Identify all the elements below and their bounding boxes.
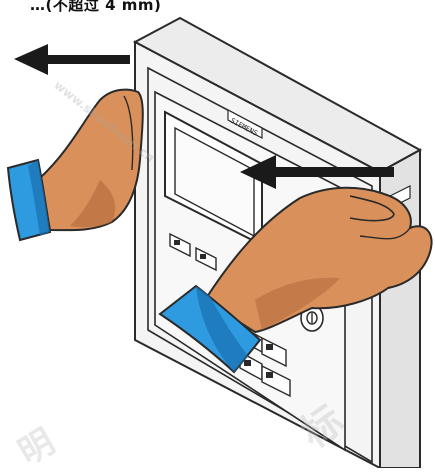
upper-arrow-shaft bbox=[42, 55, 130, 64]
lower-arrow-shaft bbox=[272, 167, 394, 177]
left-hand bbox=[8, 90, 143, 240]
arrow-left-icon bbox=[14, 44, 130, 75]
upper-arrow-head bbox=[14, 44, 48, 75]
